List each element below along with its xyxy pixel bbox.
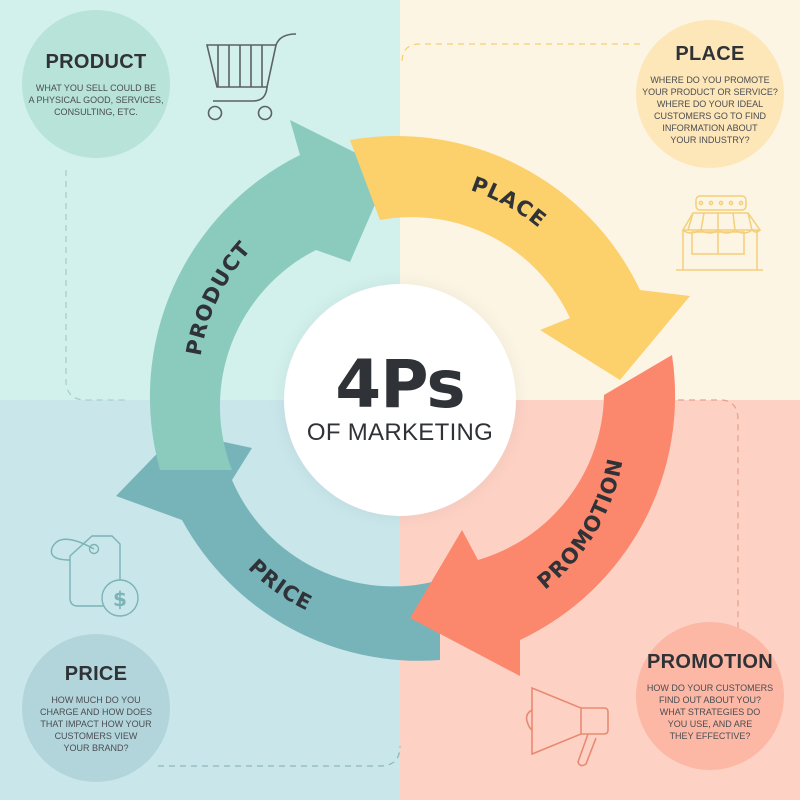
promotion-card-title: PROMOTION [646,650,774,673]
price-card-description: HOW MUCH DO YOU CHARGE AND HOW DOES THAT… [39,694,152,753]
promotion-card: PROMOTION HOW DO YOUR CUSTOMERS FIND OUT… [636,622,784,770]
promotion-arrow[interactable] [410,355,676,676]
place-card-title: PLACE [675,42,745,65]
place-card: PLACE WHERE DO YOU PROMOTE YOUR PRODUCT … [636,20,784,168]
product-connector [65,170,130,401]
place-arrow[interactable] [350,136,690,380]
product-card-description: WHAT YOU SELL COULD BE A PHYSICAL GOOD, … [28,82,164,117]
svg-text:$: $ [113,587,127,611]
price-connector [158,745,401,767]
product-card: PRODUCT WHAT YOU SELL COULD BE A PHYSICA… [22,10,170,158]
subtitle: OF MARKETING [306,419,494,446]
megaphone-icon [525,686,609,767]
place-connector [401,43,640,63]
shopping-cart-icon [205,33,297,121]
main-title: 4Ps [335,346,465,423]
center-title: 4Ps OF MARKETING [284,284,516,516]
product-card-title: PRODUCT [45,50,147,73]
product-arrow[interactable] [149,120,390,470]
price-arrow[interactable] [116,432,440,661]
place-card-description: WHERE DO YOU PROMOTE YOUR PRODUCT OR SER… [642,74,778,145]
price-card: PRICE HOW MUCH DO YOU CHARGE AND HOW DOE… [22,634,170,782]
promotion-connector [678,399,739,630]
promotion-card-description: HOW DO YOUR CUSTOMERS FIND OUT ABOUT YOU… [646,682,774,741]
price-tag-dollar-icon: $ [50,535,139,617]
storefront-icon [676,195,763,271]
price-card-title: PRICE [64,662,128,685]
